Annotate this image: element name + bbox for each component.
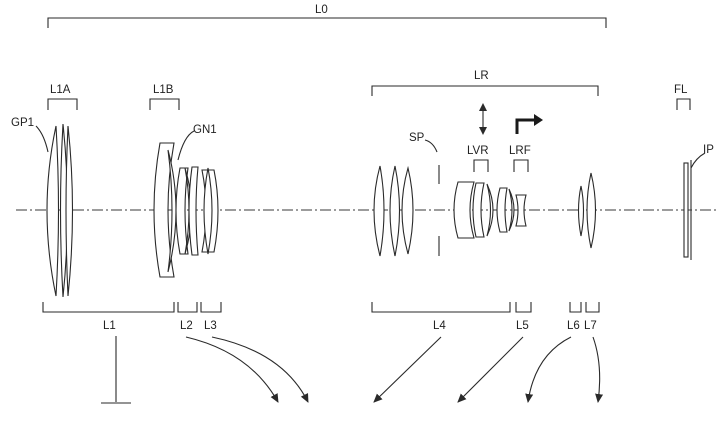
filter-fl [683,162,689,258]
label-l4: L4 [433,320,446,332]
bracket-l1 [42,302,175,313]
label-lvr: LVR [467,145,489,157]
bracket-l6 [569,302,582,313]
bracket-l1a [47,98,78,110]
label-l7: L7 [584,320,597,332]
movement-arrow-l2 [185,336,279,403]
lens-l2-1 [175,167,189,255]
label-l2: L2 [180,320,193,332]
lens-lvr-2 [486,183,494,237]
lens-l4-1 [373,165,385,257]
bracket-l2 [177,302,198,313]
bracket-l3 [200,302,222,313]
bracket-l7 [585,302,600,313]
label-l6: L6 [567,320,580,332]
lens-l2-3 [188,166,199,256]
bracket-lvr [473,159,489,172]
lens-l4-4 [453,181,475,239]
lens-l4-2 [389,165,401,257]
label-lrf: LRF [509,145,531,157]
movement-arrow-l5 [457,336,524,403]
bracket-l4 [371,302,511,313]
lens-l4-3 [401,165,414,255]
label-l0: L0 [315,4,328,16]
lens-lvr-1 [472,182,485,238]
leader-sp [424,139,438,153]
label-gp1: GP1 [11,117,34,129]
movement-arrow-l3 [211,336,309,403]
lens-l1b-2 [167,149,177,273]
bracket-lr [371,85,599,96]
label-l5: L5 [516,320,529,332]
movement-arrow-l4 [373,336,442,403]
label-l1: L1 [103,320,116,332]
bracket-fl [676,98,691,110]
bracket-lrf [513,159,529,172]
lens-l1b-1 [153,142,175,278]
bracket-l5 [515,302,532,313]
lens-l6 [577,185,585,237]
lens-l4-5 [496,187,508,233]
label-fl: FL [674,84,688,96]
movement-arrow-l6 [525,336,572,403]
vibration-arrow-icon [479,103,487,135]
leader-gn1 [177,130,195,161]
label-l1a: L1A [50,84,71,96]
label-lr: LR [474,70,489,82]
focus-arrow-icon [515,114,543,134]
bracket-l0 [47,17,607,28]
lens-l4-6 [508,188,515,232]
label-ip: IP [703,144,714,156]
label-gn1: GN1 [193,124,217,136]
lens-gp1-1 [46,125,60,297]
lens-l7 [586,172,596,249]
leader-gp1 [35,125,49,153]
lens-gp1-3 [65,125,74,297]
label-l3: L3 [204,320,217,332]
movement-arrow-l7 [592,336,604,403]
lens-l5 [515,194,527,227]
leader-ip [690,152,706,169]
label-l1b: L1B [153,84,174,96]
bracket-l1b [149,98,180,110]
label-sp: SP [409,132,425,144]
lens-l3-2 [203,167,213,255]
